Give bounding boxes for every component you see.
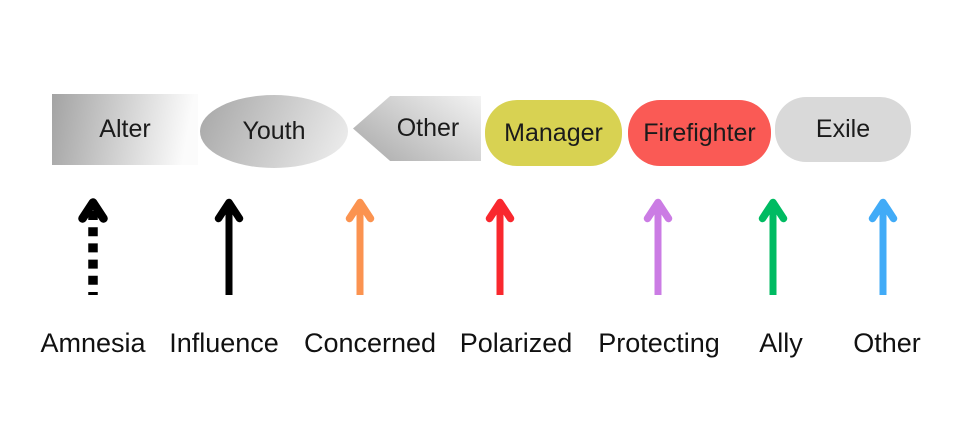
up-arrow-icon: [485, 198, 515, 295]
up-arrow-icon: [643, 198, 673, 295]
arrow-label-polarized: Polarized: [459, 328, 573, 358]
up-arrow-other: [868, 197, 898, 295]
arrow-label-influence: Influence: [169, 328, 279, 358]
part-label-other: Other: [396, 114, 460, 142]
arrow-label-amnesia: Amnesia: [40, 328, 146, 358]
up-arrow-icon: [345, 198, 375, 295]
up-arrow-concerned: [345, 197, 375, 295]
up-arrow-ally: [758, 197, 788, 295]
part-label-youth: Youth: [242, 117, 306, 145]
up-arrow-polarized: [485, 197, 515, 295]
part-label-manager: Manager: [504, 118, 603, 147]
part-shape-other: Other: [353, 96, 481, 161]
part-shape-alter: Alter: [52, 94, 198, 165]
part-shape-manager: Manager: [485, 100, 622, 166]
up-arrow-protecting: [643, 197, 673, 295]
part-shape-youth: Youth: [200, 95, 348, 168]
arrow-label-ally: Ally: [759, 328, 803, 358]
up-arrow-dashed-amnesia: [78, 197, 108, 295]
up-arrow-icon: [758, 198, 788, 295]
part-shape-firefighter: Firefighter: [628, 100, 771, 166]
part-label-alter: Alter: [99, 115, 151, 143]
arrow-label-concerned: Concerned: [303, 328, 437, 358]
part-label-firefighter: Firefighter: [643, 118, 756, 147]
up-arrow-icon: [868, 198, 898, 295]
up-arrow-icon: [214, 198, 244, 295]
part-shape-exile: Exile: [775, 97, 911, 162]
up-arrow-influence: [214, 197, 244, 295]
arrow-label-protecting: Protecting: [598, 328, 720, 358]
arrow-label-other: Other: [853, 328, 921, 358]
up-arrow-icon: [78, 198, 108, 295]
part-label-exile: Exile: [815, 115, 871, 143]
